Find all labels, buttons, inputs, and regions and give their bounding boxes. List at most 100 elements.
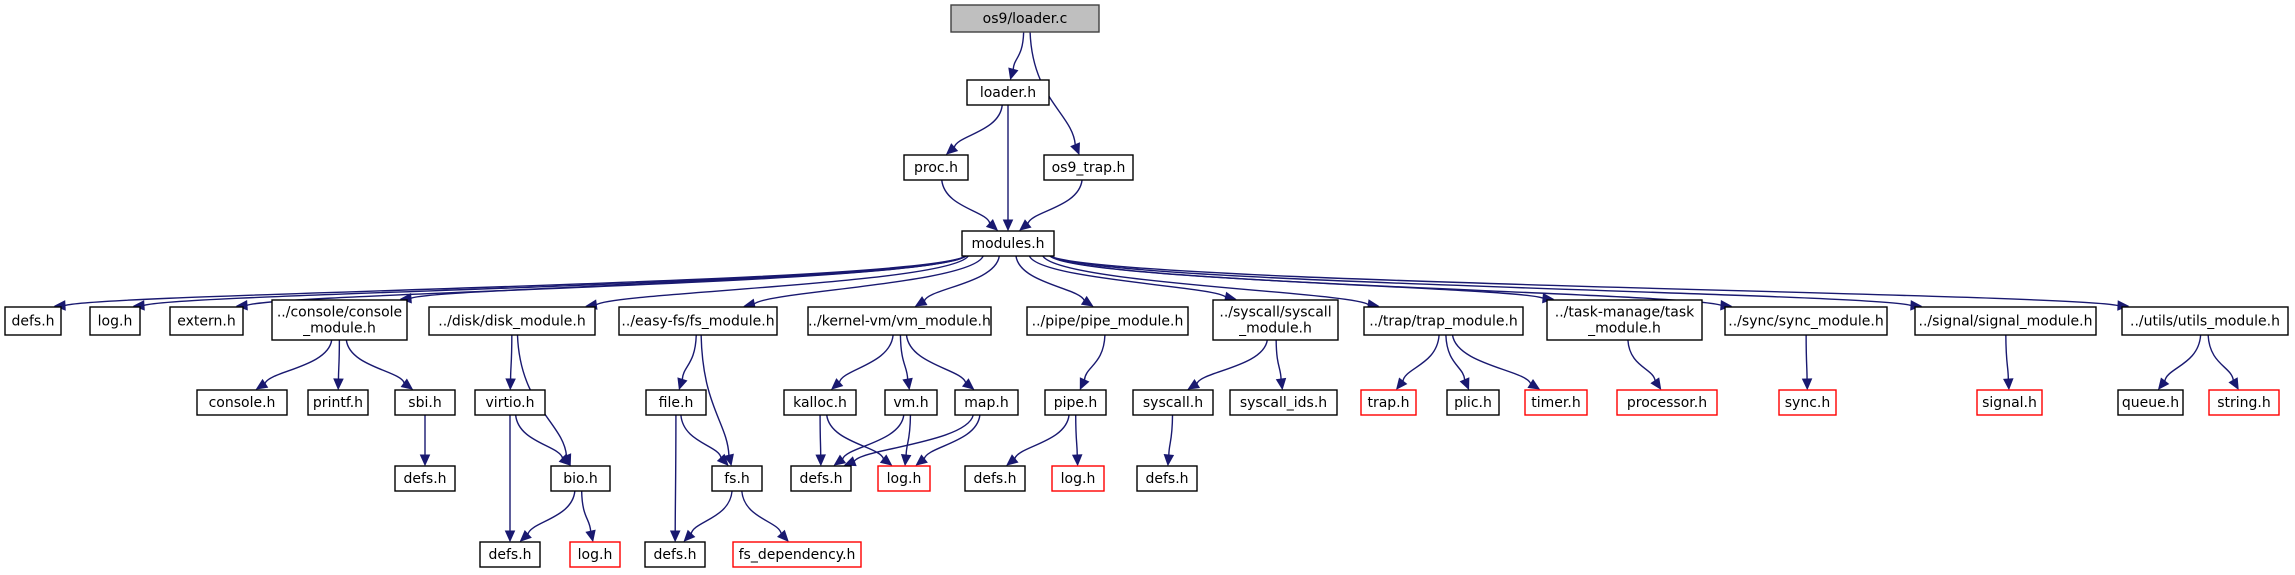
edge-line — [514, 414, 564, 459]
node-os9-trap-h[interactable]: os9_trap.h — [1043, 154, 1134, 181]
arrowhead-icon — [900, 453, 912, 467]
edge-line — [1451, 334, 1532, 385]
node-label: defs.h — [653, 547, 696, 563]
arrowhead-icon — [879, 454, 893, 466]
node-box — [569, 541, 621, 568]
edge-file_h-to-fs_h — [680, 414, 729, 466]
edge-utils_module-to-string_h — [2207, 334, 2239, 391]
node-defs-h-pipe[interactable]: defs.h — [964, 465, 1026, 492]
node-defs-h-sbi[interactable]: defs.h — [394, 465, 456, 492]
node-label: sync.h — [1785, 395, 1830, 411]
arrowhead-icon — [915, 454, 928, 466]
node-loader-c[interactable]: os9/loader.c — [950, 4, 1100, 33]
node-plic-h[interactable]: plic.h — [1446, 389, 1500, 416]
edge-os9_trap_h-to-modules_h — [1019, 179, 1083, 231]
edge-line — [700, 334, 730, 456]
node-label: map.h — [964, 395, 1008, 411]
node-pipe-h[interactable]: pipe.h — [1044, 389, 1107, 416]
node-label: ../trap/trap_module.h — [1369, 314, 1518, 330]
node-loader-h[interactable]: loader.h — [966, 79, 1050, 106]
edge-trap_module-to-plic_h — [1445, 334, 1470, 391]
node-kalloc-h[interactable]: kalloc.h — [783, 389, 857, 416]
node-label: ../easy-fs/fs_module.h — [621, 314, 774, 330]
node-label: console.h — [209, 395, 276, 411]
node-defs-h-1[interactable]: defs.h — [4, 306, 62, 336]
node-log-h-bio: log.h — [569, 541, 621, 568]
node-label: _module.h — [1587, 321, 1661, 337]
node-pipe-module[interactable]: ../pipe/pipe_module.h — [1026, 306, 1189, 336]
arrowhead-icon — [419, 454, 431, 467]
node-fs-h[interactable]: fs.h — [711, 465, 763, 492]
node-label: ../kernel-vm/vm_module.h — [808, 314, 991, 330]
edge-line — [246, 255, 967, 306]
node-label: ../sync/sync_module.h — [1728, 314, 1883, 330]
node-defs-h-vm[interactable]: defs.h — [790, 465, 852, 492]
edge-line — [841, 414, 905, 460]
edge-line — [1027, 179, 1083, 225]
node-label: timer.h — [1531, 395, 1580, 411]
node-defs-h-syscall[interactable]: defs.h — [1136, 465, 1198, 492]
node-sbi-h[interactable]: sbi.h — [394, 389, 456, 416]
edge-utils_module-to-queue_h — [2157, 334, 2202, 390]
node-signal-module[interactable]: ../signal/signal_module.h — [1914, 306, 2097, 336]
node-syscall-h[interactable]: syscall.h — [1132, 389, 1214, 416]
edge-pipe_h-to-defs_h_pipe — [1006, 414, 1070, 466]
node-printf-h[interactable]: printf.h — [307, 389, 369, 416]
node-label: log.h — [887, 471, 922, 487]
node-box — [1132, 389, 1214, 416]
arrowhead-icon — [945, 143, 959, 155]
node-map-h[interactable]: map.h — [954, 389, 1019, 416]
edge-line — [1028, 255, 1227, 298]
arrowhead-icon — [333, 378, 344, 391]
node-syscall-module[interactable]: ../syscall/syscall_module.h — [1212, 299, 1339, 341]
node-box — [1229, 389, 1338, 416]
arrowhead-icon — [961, 378, 975, 390]
node-task-module[interactable]: ../task-manage/task_module.h — [1546, 299, 1703, 341]
node-signal-h: signal.h — [1976, 389, 2043, 416]
node-utils-module[interactable]: ../utils/utils_module.h — [2121, 306, 2289, 336]
node-label: signal.h — [1982, 395, 2037, 411]
node-box — [1044, 389, 1107, 416]
edge-vm_h-to-log_h_vm — [900, 414, 912, 467]
edge-line — [899, 334, 909, 380]
node-queue-h[interactable]: queue.h — [2117, 389, 2184, 416]
arrowhead-icon — [2003, 378, 2014, 391]
node-sync-h: sync.h — [1778, 389, 1837, 416]
node-console-module[interactable]: ../console/console_module.h — [271, 299, 408, 341]
edge-bio_h-to-log_h_bio — [580, 490, 596, 543]
node-defs-h-disk[interactable]: defs.h — [479, 541, 541, 568]
node-file-h[interactable]: file.h — [645, 389, 707, 416]
arrowhead-icon — [985, 219, 999, 231]
node-proc-h[interactable]: proc.h — [903, 154, 969, 181]
node-bio-h[interactable]: bio.h — [550, 465, 611, 492]
edge-line — [1029, 31, 1076, 145]
node-trap-module[interactable]: ../trap/trap_module.h — [1363, 306, 1524, 336]
node-box — [196, 389, 288, 416]
node-modules-h[interactable]: modules.h — [961, 230, 1055, 257]
node-box — [964, 465, 1026, 492]
node-label: defs.h — [488, 547, 531, 563]
node-syscall-ids-h[interactable]: syscall_ids.h — [1229, 389, 1338, 416]
node-vm-module[interactable]: ../kernel-vm/vm_module.h — [807, 306, 992, 336]
arrowhead-icon — [505, 378, 516, 391]
edge-kalloc_h-to-log_h_vm — [826, 414, 893, 466]
node-box — [2208, 389, 2280, 416]
node-fs-module[interactable]: ../easy-fs/fs_module.h — [618, 306, 778, 336]
edge-vm_module-to-map_h — [905, 334, 975, 390]
node-vm-h[interactable]: vm.h — [884, 389, 938, 416]
node-console-h[interactable]: console.h — [196, 389, 288, 416]
edge-syscall_module-to-syscall_h — [1187, 339, 1268, 390]
node-disk-module[interactable]: ../disk/disk_module.h — [428, 306, 596, 336]
edge-line — [1196, 339, 1268, 385]
node-sync-module[interactable]: ../sync/sync_module.h — [1724, 306, 1888, 336]
node-log-h-1[interactable]: log.h — [89, 306, 141, 336]
node-defs-h-fs[interactable]: defs.h — [644, 541, 706, 568]
node-box — [4, 306, 62, 336]
edge-line — [1168, 414, 1174, 456]
node-extern-h[interactable]: extern.h — [169, 306, 244, 336]
node-box — [307, 389, 369, 416]
edge-virtio_h-to-bio_h — [514, 414, 571, 466]
node-virtio-h[interactable]: virtio.h — [474, 389, 546, 416]
node-label: ../console/console — [277, 305, 402, 321]
edge-modules_h-to-fs_module — [743, 255, 984, 310]
